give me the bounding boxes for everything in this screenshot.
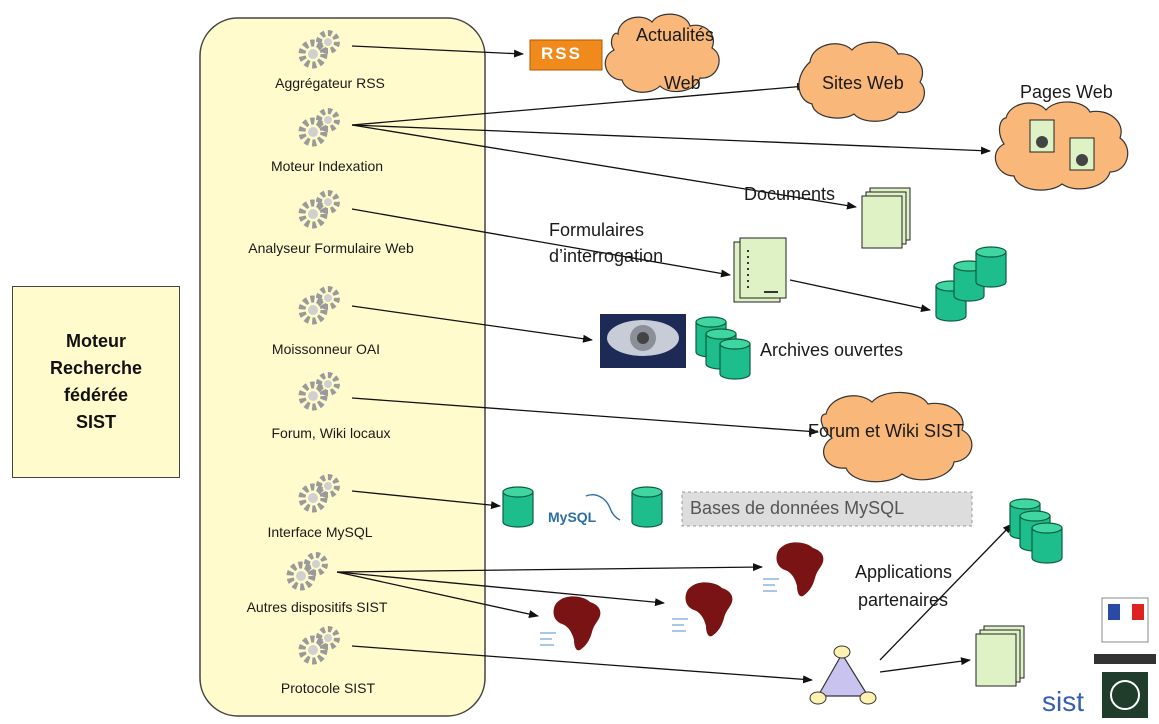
logo-icon: [1102, 672, 1148, 718]
arrow-mysql: [351, 490, 501, 510]
africa-map-icon: [763, 542, 824, 597]
connector-lines: [336, 45, 1013, 684]
arrow-documents: [351, 124, 857, 210]
database-icon: [935, 246, 1007, 322]
bases-label-box: [681, 491, 973, 527]
mysql-logo-label: MySQL: [548, 509, 597, 525]
sites-web-label: Sites Web: [822, 73, 904, 93]
module-label-rss: Aggrégateur RSS: [275, 75, 385, 91]
logo-icon: [1101, 597, 1149, 643]
africa-map-icon: [672, 582, 733, 637]
sist-logo-label: sist: [1042, 686, 1084, 717]
cloud-icon: [820, 391, 973, 483]
cloud-icon: [994, 101, 1129, 191]
module-label-autres: Autres dispositifs SIST: [246, 599, 388, 615]
module-label-indexation: Moteur Indexation: [270, 158, 384, 174]
arrow-sites-web: [351, 82, 807, 126]
main-title-line: SIST: [75, 412, 116, 432]
arrow-forum: [351, 397, 819, 436]
module-label-mysql: Interface MySQL: [267, 524, 373, 540]
applications-label-2: partenaires: [858, 590, 949, 610]
mysql-dolphin-icon: [585, 494, 621, 521]
arrow-archives: [351, 305, 593, 343]
main-title-line: Recherche: [49, 358, 143, 378]
formulaires-label-2: d’interrogation: [549, 246, 664, 266]
arrow-protocole: [351, 645, 813, 684]
logo-icon: [1094, 654, 1156, 664]
pages-web-label: Pages Web: [1020, 82, 1113, 102]
africa-map-icon: [540, 596, 601, 651]
arrow-app-documents: [879, 657, 971, 673]
database-icon: [502, 486, 534, 528]
module-label-formulaire: Analyseur Formulaire Web: [248, 240, 414, 256]
module-label-forum: Forum, Wiki locaux: [271, 425, 391, 441]
database-icon: [1009, 498, 1063, 564]
web-page-icon: [1029, 119, 1055, 153]
main-title-line: fédérée: [63, 385, 129, 405]
eye-logo-icon: [600, 314, 686, 368]
actualites-web-label: Web: [664, 73, 701, 93]
rss-badge: [529, 39, 603, 71]
actualites-label: Actualités: [636, 25, 715, 45]
form-document-icon: [733, 237, 787, 303]
archives-label: Archives ouvertes: [760, 340, 904, 360]
applications-label: Applications: [855, 562, 953, 582]
cloud-icon: [798, 41, 926, 122]
database-icon: [695, 316, 751, 380]
module-label-protocole: Protocole SIST: [280, 680, 376, 696]
bases-label: Bases de données MySQL: [690, 498, 905, 518]
arrow-africa-3: [336, 571, 539, 618]
arrow-databases: [789, 279, 931, 313]
module-label-oai: Moissonneur OAI: [271, 341, 381, 357]
main-title-line: Moteur: [66, 331, 126, 351]
modules-panel: [199, 17, 486, 717]
federated-search-box: Moteur Recherche fédérée SIST: [12, 286, 180, 478]
arrow-rss: [351, 45, 524, 58]
documents-label: Documents: [744, 184, 836, 204]
arrow-africa-1: [336, 563, 763, 573]
arrow-formulaires: [351, 208, 731, 278]
forum-wiki-label: Forum et Wiki SIST: [808, 421, 965, 441]
document-icon: [975, 625, 1025, 687]
arrow-app-databases: [879, 523, 1013, 661]
arrow-pages-web: [351, 124, 991, 155]
cloud-icon: [604, 13, 720, 93]
arrow-africa-2: [336, 571, 665, 607]
document-icon: [861, 187, 911, 249]
rss-badge-label: RSS: [541, 44, 582, 63]
formulaires-label: Formulaires: [549, 220, 645, 240]
database-icon: [631, 486, 663, 528]
web-page-icon: [1069, 137, 1095, 171]
triangle-node-icon: [809, 645, 877, 705]
